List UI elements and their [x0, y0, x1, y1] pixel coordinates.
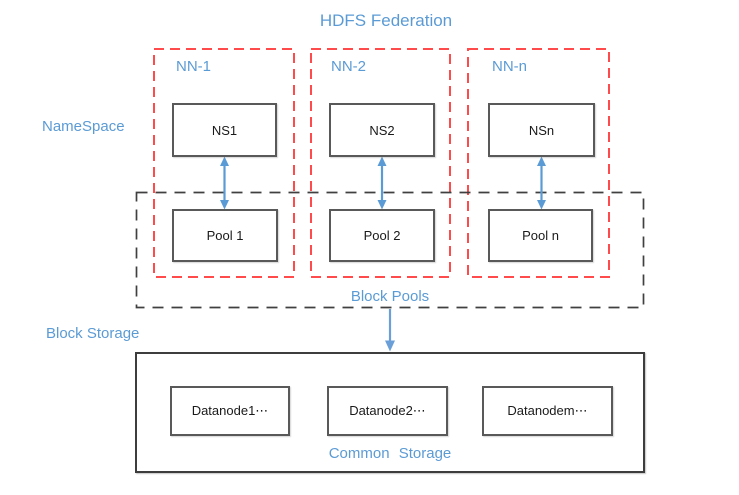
nsn-box: NSn	[488, 103, 595, 157]
block-pools-to-storage-arrow	[385, 309, 395, 352]
datanode1-box: Datanode1⋯	[170, 386, 290, 436]
nn-2-label: NN-2	[331, 58, 367, 75]
nn-1-label: NN-1	[176, 58, 212, 75]
namespace-side-label: NameSpace	[42, 118, 125, 135]
block-pools-dashed-frame	[135, 191, 645, 309]
nn-2-dashed-frame	[310, 48, 451, 278]
datanode1-box-label: Datanode1⋯	[191, 403, 269, 418]
nsn-pooln-double-arrow	[537, 156, 546, 210]
common-storage-box: Datanode1⋯ Datanode2⋯ Datanodem⋯ Common …	[135, 352, 645, 473]
pool1-box-label: Pool 1	[206, 228, 244, 243]
diagram-title: HDFS Federation	[319, 11, 453, 30]
ns2-pool2-double-arrow	[377, 156, 387, 210]
datanode2-box-label: Datanode2⋯	[349, 403, 426, 418]
ns1-pool1-double-arrow	[220, 156, 229, 210]
pooln-box-label: Pool n	[522, 228, 559, 243]
ns1-box: NS1	[172, 103, 277, 157]
ns1-box-label: NS1	[211, 122, 238, 138]
block-storage-side-label: Block Storage	[46, 325, 140, 342]
pool2-box-label: Pool 2	[363, 228, 401, 243]
datanodem-box-label: Datanodem⋯	[507, 403, 588, 418]
ns2-box-label: NS2	[369, 122, 395, 138]
nn-1-dashed-frame	[153, 48, 295, 278]
nn-n-label: NN-n	[492, 58, 528, 75]
pooln-box: Pool n	[488, 209, 593, 262]
datanode2-box: Datanode2⋯	[327, 386, 448, 436]
nn-n-dashed-frame	[467, 48, 610, 278]
common-storage-label: Common Storage	[328, 445, 452, 462]
nsn-box-label: NSn	[528, 122, 555, 138]
block-pools-label: Block Pools	[350, 288, 430, 305]
pool1-box: Pool 1	[172, 209, 278, 262]
datanodem-box: Datanodem⋯	[482, 386, 613, 436]
pool2-box: Pool 2	[329, 209, 435, 262]
ns2-box: NS2	[329, 103, 435, 157]
